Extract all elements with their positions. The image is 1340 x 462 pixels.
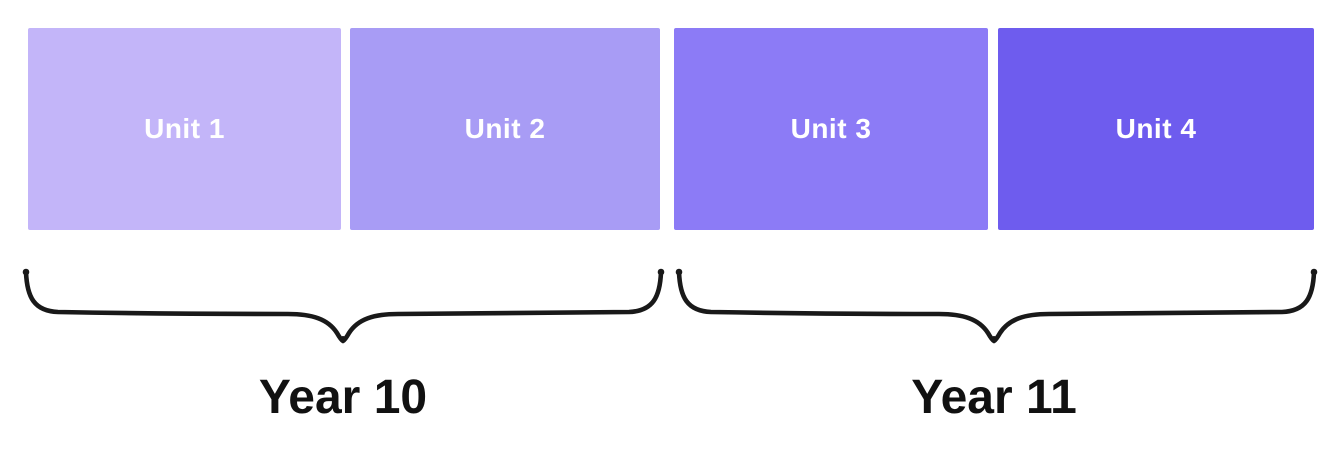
unit-4-card: Unit 4 bbox=[998, 28, 1314, 230]
year-11-brace-icon bbox=[675, 268, 1318, 344]
unit-2-label: Unit 2 bbox=[464, 113, 546, 144]
unit-3-card: Unit 3 bbox=[674, 28, 988, 230]
year-10-brace-icon bbox=[22, 268, 665, 344]
year-10-label: Year 10 bbox=[258, 371, 428, 424]
unit-1-label: Unit 1 bbox=[144, 113, 225, 144]
unit-3-label: Unit 3 bbox=[790, 113, 872, 144]
unit-1-card: Unit 1 bbox=[28, 28, 341, 230]
unit-2-card: Unit 2 bbox=[350, 28, 660, 230]
year-11-label: Year 11 bbox=[911, 371, 1077, 424]
unit-4-label: Unit 4 bbox=[1115, 113, 1197, 144]
